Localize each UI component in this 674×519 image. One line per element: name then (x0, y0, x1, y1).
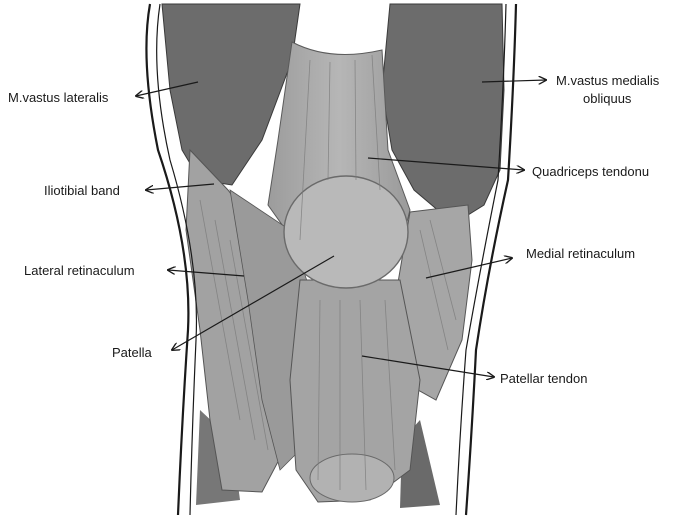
label-patellar-tendon: Patellar tendon (500, 371, 587, 386)
tibial-tuberosity (310, 454, 394, 502)
label-iliotibial-band: Iliotibial band (44, 183, 120, 198)
label-medial-retinaculum: Medial retinaculum (526, 246, 635, 261)
label-vastus-medialis-line1: M.vastus medialis (556, 73, 660, 88)
label-quadriceps-tendon: Quadriceps tendonu (532, 164, 649, 179)
label-lateral-retinaculum: Lateral retinaculum (24, 263, 135, 278)
label-vastus-lateralis: M.vastus lateralis (8, 90, 109, 105)
label-patella: Patella (112, 345, 153, 360)
label-vastus-medialis-line2: obliquus (583, 91, 632, 106)
